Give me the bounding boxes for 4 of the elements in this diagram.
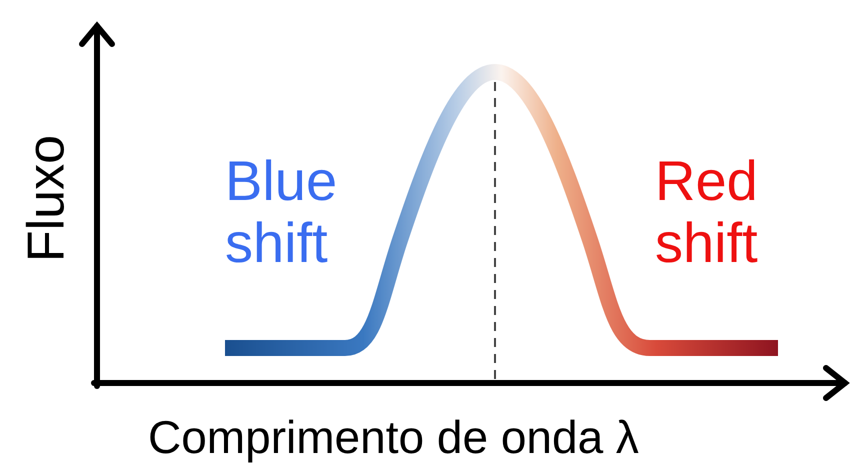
axis-title: Fluxo [18, 134, 76, 264]
annotation-text: Blue shift [225, 150, 338, 274]
axis-title: Comprimento de onda λ [148, 412, 639, 463]
annotation-text: Red shift [655, 150, 759, 274]
